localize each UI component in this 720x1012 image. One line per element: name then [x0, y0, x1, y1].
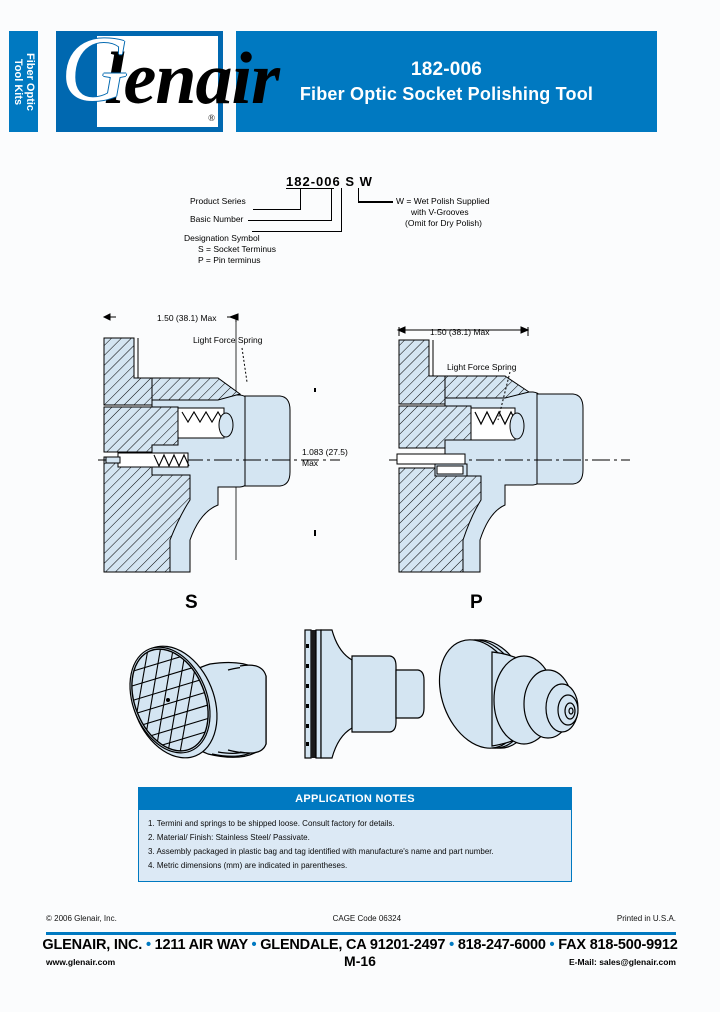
- left-width-dimension: 1.50 (38.1) Max: [157, 313, 217, 323]
- note-item: 2. Material/ Finish: Stainless Steel/ Pa…: [148, 833, 310, 842]
- label-pin-terminus: P = Pin terminus: [198, 255, 261, 265]
- cage-code: CAGE Code 06324: [332, 914, 402, 923]
- leader-basic-number-vertical: [331, 188, 332, 221]
- note-item: 1. Termini and springs to be shipped loo…: [148, 819, 395, 828]
- application-notes-heading: APPLICATION NOTES: [139, 788, 571, 810]
- right-cross-section: [389, 326, 630, 573]
- part-number-code: 182-006 S W: [286, 174, 373, 189]
- page-header: 182-006 Fiber Optic Socket Polishing Too…: [236, 31, 657, 132]
- note-item: 4. Metric dimensions (mm) are indicated …: [148, 861, 348, 870]
- sidebar-tab-fiber-optic-tool-kits: Fiber Optic Tool Kits: [9, 31, 38, 132]
- page-number: M-16: [344, 953, 376, 969]
- logo-wordmark: lenair: [104, 38, 280, 120]
- glenair-logo: lenair G ®: [56, 23, 280, 132]
- leader-designation-vertical: [341, 188, 342, 232]
- iso-side-view: [304, 629, 425, 759]
- leader-product-series-horizontal: [253, 209, 301, 210]
- footer-address-line: GLENAIR, INC. • 1211 AIR WAY • GLENDALE,…: [42, 937, 678, 953]
- sidebar-tab-line1: Fiber Optic: [23, 52, 36, 111]
- company-name: GLENAIR, INC.: [42, 937, 143, 953]
- logo-initial-g: G: [61, 18, 129, 121]
- left-cross-section: [98, 313, 340, 573]
- right-width-dimension: 1.50 (38.1) Max: [430, 327, 490, 337]
- iso-label-pin: P: [470, 592, 483, 613]
- footer-divider: [46, 932, 676, 935]
- sidebar-tab-line2: Tool Kits: [11, 58, 24, 105]
- leader-basic-number-horizontal: [248, 220, 332, 221]
- cross-section-drawings: [98, 313, 630, 573]
- copyright-text: © 2006 Glenair, Inc.: [46, 914, 117, 923]
- note-item: 3. Assembly packaged in plastic bag and …: [148, 847, 494, 856]
- label-wet-polish-line1: W = Wet Polish Supplied: [396, 196, 490, 206]
- logo-white-panel: [97, 36, 218, 127]
- website-link[interactable]: www.glenair.com: [46, 957, 116, 967]
- leader-designation-horizontal: [252, 231, 342, 232]
- isometric-views: [117, 629, 579, 763]
- label-wet-polish-line3: (Omit for Dry Polish): [405, 218, 482, 228]
- label-designation-symbol: Designation Symbol: [184, 233, 260, 243]
- leader-product-series-vertical: [300, 188, 301, 210]
- label-socket-terminus: S = Socket Terminus: [198, 244, 277, 254]
- left-spring-callout: Light Force Spring: [193, 335, 263, 345]
- page-title: Fiber Optic Socket Polishing Tool: [299, 83, 594, 104]
- city-address: GLENDALE, CA 91201-2497: [260, 937, 446, 953]
- footer-meta: © 2006 Glenair, Inc. CAGE Code 06324 Pri…: [46, 914, 676, 923]
- leader-wet-polish-vertical: [358, 188, 359, 202]
- left-height-dimension: 1.083 (27.5)Max: [302, 447, 348, 468]
- label-product-series: Product Series: [190, 196, 246, 206]
- street-address: 1211 AIR WAY: [154, 937, 248, 953]
- label-basic-number: Basic Number: [190, 214, 244, 224]
- iso-pin-tool: [438, 639, 579, 749]
- iso-socket-tool: [117, 637, 267, 763]
- fax-number: FAX 818-500-9912: [558, 937, 678, 953]
- leader-wet-polish-horizontal: [358, 201, 393, 203]
- spring-leader-lines: [241, 347, 511, 421]
- registered-trademark-icon: ®: [208, 113, 215, 123]
- application-notes-box: APPLICATION NOTES 1. Termini and springs…: [138, 787, 572, 882]
- phone-number: 818-247-6000: [457, 937, 546, 953]
- email-link[interactable]: E-Mail: sales@glenair.com: [568, 957, 676, 967]
- sidebar-tab-label: Fiber Optic Tool Kits: [12, 52, 36, 110]
- label-wet-polish-line2: with V-Grooves: [411, 207, 469, 217]
- right-spring-callout: Light Force Spring: [447, 362, 517, 372]
- iso-label-socket: S: [185, 592, 198, 613]
- code-underline: [286, 188, 334, 189]
- header-part-number: 182-006: [410, 58, 483, 80]
- printed-in-text: Printed in U.S.A.: [616, 914, 676, 923]
- application-notes-body: 1. Termini and springs to be shipped loo…: [139, 810, 571, 881]
